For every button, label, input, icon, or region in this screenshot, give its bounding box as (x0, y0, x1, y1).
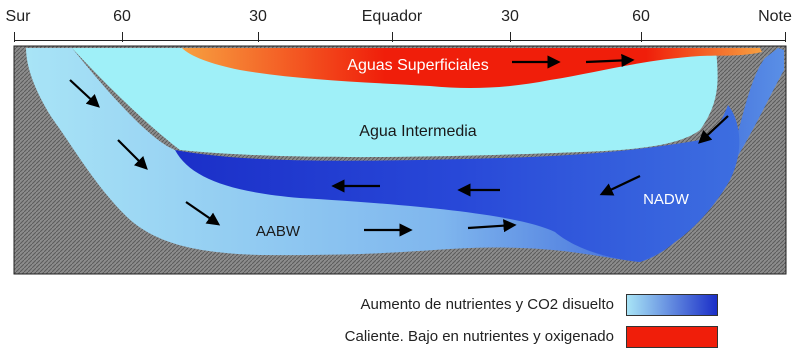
arrow-icon (185, 201, 221, 226)
latitude-axis-line (14, 40, 786, 41)
axis-tick (258, 32, 259, 42)
legend-swatch-warm (626, 326, 718, 348)
legend-label-warm: Caliente. Bajo en nutrientes y oxigenado (344, 328, 614, 345)
axis-tick (392, 32, 393, 42)
arrow-icon (599, 175, 641, 196)
axis-label-30-north: 30 (501, 8, 519, 25)
legend-label-nutrients: Aumento de nutrientes y CO2 disuelto (360, 296, 614, 313)
intermediate-water-label: Agua Intermedia (359, 123, 477, 140)
legend-swatch-nutrients (626, 294, 718, 316)
deep-water-mass (26, 48, 784, 262)
arrow-icon (698, 115, 729, 144)
axis-tick (510, 32, 511, 42)
axis-label-equador: Equador (361, 8, 423, 25)
surface-water (182, 48, 762, 88)
axis-label-sur: Sur (5, 8, 31, 25)
nadw-label: NADW (643, 191, 690, 208)
axis-tick (785, 32, 786, 42)
legend-row-warm: Caliente. Bajo en nutrientes y oxigenado (0, 326, 801, 350)
axis-label-30-south: 30 (249, 8, 267, 25)
axis-label-60-south: 60 (113, 8, 131, 25)
ocean-circulation-diagram: Aguas Superficiales Agua Intermedia NADW… (13, 45, 787, 275)
axis-label-60-north: 60 (632, 8, 650, 25)
arrow-icon (585, 53, 635, 68)
surface-water-label: Aguas Superficiales (347, 57, 488, 74)
arrow-icon (117, 139, 148, 170)
axis-tick (122, 32, 123, 42)
axis-tick (14, 32, 15, 42)
aabw-label: AABW (256, 223, 301, 240)
flow-arrows (69, 53, 729, 237)
arrow-icon (69, 79, 100, 108)
nadw-core-band (175, 105, 740, 262)
axis-tick (641, 32, 642, 42)
axis-label-note: Note (758, 8, 792, 25)
arrow-icon (467, 219, 517, 233)
legend-row-nutrients: Aumento de nutrientes y CO2 disuelto (0, 294, 801, 318)
